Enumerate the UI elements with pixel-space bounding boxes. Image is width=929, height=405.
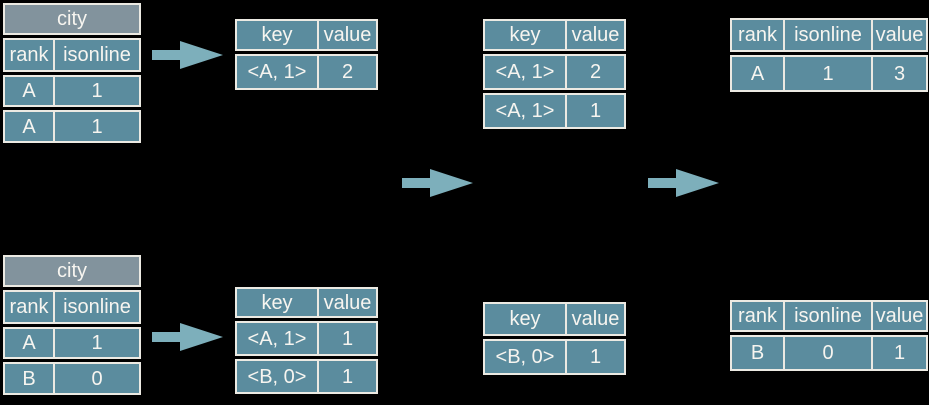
table-row: B 0 — [3, 362, 141, 395]
column-header: key — [483, 302, 567, 336]
table-cell: B — [730, 335, 785, 371]
column-header: value — [873, 300, 928, 332]
table-cell: B — [3, 362, 55, 395]
column-header: key — [483, 19, 567, 51]
table-cell: 2 — [319, 54, 378, 90]
table-row: <B, 0> 1 — [235, 359, 378, 394]
source-table-top: city rank isonline A 1 A 1 — [3, 3, 141, 143]
table-row: A 1 3 — [730, 55, 928, 92]
table-cell: 1 — [55, 110, 141, 143]
table-cell: 0 — [55, 362, 141, 395]
column-header: key — [235, 287, 319, 318]
column-header: value — [567, 302, 626, 336]
table-cell: 1 — [785, 55, 873, 92]
result-table-top: rank isonline value A 1 3 — [730, 18, 928, 92]
column-header: rank — [730, 18, 785, 52]
table-row: <B, 0> 1 — [483, 339, 626, 375]
table-row: A 1 — [3, 75, 141, 107]
table-cell: 3 — [873, 55, 928, 92]
table-row: B 0 1 — [730, 335, 928, 371]
table-cell: 2 — [567, 54, 626, 90]
header-row: rank isonline value — [730, 300, 928, 332]
table-cell: A — [730, 55, 785, 92]
table-cell: 1 — [873, 335, 928, 371]
column-header: rank — [3, 290, 55, 324]
table-cell: 0 — [785, 335, 873, 371]
table-cell: <B, 0> — [235, 359, 319, 394]
table-cell: A — [3, 110, 55, 143]
header-row: rank isonline — [3, 38, 141, 72]
table-row: <A, 1> 2 — [483, 54, 626, 90]
table-cell: A — [3, 75, 55, 107]
column-header: isonline — [55, 38, 141, 72]
header-row: rank isonline — [3, 290, 141, 324]
map-output-table-top: key value <A, 1> 2 — [235, 19, 378, 90]
column-header: value — [319, 19, 378, 51]
source-table-bottom: city rank isonline A 1 B 0 — [3, 255, 141, 395]
grouped-table-top: key value <A, 1> 2 <A, 1> 1 — [483, 19, 626, 129]
table-cell: 1 — [567, 93, 626, 129]
column-header: isonline — [55, 290, 141, 324]
table-cell: <A, 1> — [235, 321, 319, 356]
table-row: <A, 1> 2 — [235, 54, 378, 90]
column-header: rank — [3, 38, 55, 72]
header-row: key value — [483, 19, 626, 51]
column-header: isonline — [785, 18, 873, 52]
arrow-right-icon — [152, 40, 224, 70]
column-header: value — [567, 19, 626, 51]
table-row: A 1 — [3, 327, 141, 359]
table-cell: 1 — [55, 327, 141, 359]
header-row: key value — [235, 19, 378, 51]
table-cell: <A, 1> — [483, 93, 567, 129]
header-row: key value — [483, 302, 626, 336]
table-cell: 1 — [319, 359, 378, 394]
table-cell: 1 — [319, 321, 378, 356]
map-output-table-bottom: key value <A, 1> 1 <B, 0> 1 — [235, 287, 378, 394]
column-header: isonline — [785, 300, 873, 332]
arrow-right-icon — [648, 168, 720, 198]
table-cell: <A, 1> — [483, 54, 567, 90]
grouped-table-bottom: key value <B, 0> 1 — [483, 302, 626, 375]
column-header: key — [235, 19, 319, 51]
table-cell: A — [3, 327, 55, 359]
table-row: <A, 1> 1 — [235, 321, 378, 356]
column-header: value — [873, 18, 928, 52]
column-header: rank — [730, 300, 785, 332]
table-title: city — [3, 255, 141, 287]
table-cell: 1 — [567, 339, 626, 375]
result-table-bottom: rank isonline value B 0 1 — [730, 300, 928, 371]
arrow-right-icon — [402, 168, 474, 198]
table-title: city — [3, 3, 141, 35]
column-header: value — [319, 287, 378, 318]
arrow-right-icon — [152, 322, 224, 352]
table-cell: <B, 0> — [483, 339, 567, 375]
table-cell: 1 — [55, 75, 141, 107]
table-row: <A, 1> 1 — [483, 93, 626, 129]
table-row: A 1 — [3, 110, 141, 143]
header-row: rank isonline value — [730, 18, 928, 52]
header-row: key value — [235, 287, 378, 318]
table-cell: <A, 1> — [235, 54, 319, 90]
